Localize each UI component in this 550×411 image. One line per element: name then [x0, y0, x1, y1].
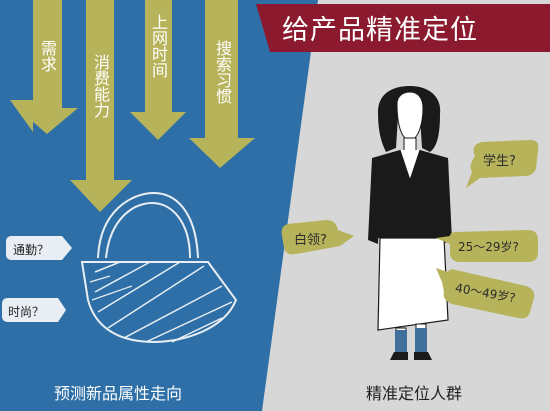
arrow-label-demand: 需求	[38, 40, 57, 72]
arrow-label-search-habit: 搜索习惯	[213, 40, 232, 104]
arrow-demand	[17, 0, 78, 134]
bubble-label-commute: 通勤？	[13, 243, 50, 257]
bubble-fashion	[2, 298, 66, 322]
arrow-label-online-time: 上网时间	[149, 14, 168, 78]
right-caption: 精准定位人群	[366, 384, 463, 403]
bubble-label-age-25: 25～29岁?	[458, 240, 519, 254]
bubble-age-25	[436, 230, 538, 262]
bubble-age-40	[436, 268, 535, 319]
page-title: 给产品精准定位	[282, 15, 478, 46]
arrow-online-time	[130, 0, 186, 140]
bubble-label-student: 学生?	[483, 154, 516, 169]
handbag-icon	[80, 191, 238, 344]
arrows	[10, 0, 255, 212]
bubble-student	[466, 140, 539, 188]
bubble-commute	[6, 236, 72, 260]
title-banner	[270, 4, 550, 52]
bubble-label-fashion: 时尚？	[8, 305, 45, 319]
arrow-search-habit	[189, 0, 255, 168]
bubble-white-collar	[281, 220, 354, 255]
left-panel-bg	[0, 0, 318, 411]
bubble-label-white-collar: 白领?	[294, 233, 327, 248]
arrow-label-spending: 消费能力	[91, 54, 110, 118]
left-caption: 预测新品属性走向	[54, 384, 183, 403]
title-banner-edge	[256, 4, 270, 52]
arrow-demand-wing	[10, 100, 33, 132]
woman-figure	[368, 86, 452, 360]
arrow-spending	[70, 0, 132, 212]
right-bubbles	[281, 140, 539, 319]
